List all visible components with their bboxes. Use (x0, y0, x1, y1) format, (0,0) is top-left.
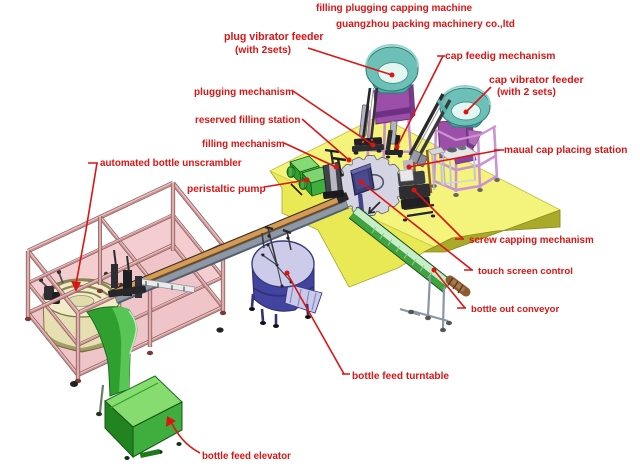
svg-text:touch screen control: touch screen control (478, 266, 573, 277)
svg-text:(with 2 sets): (with 2 sets) (497, 87, 556, 98)
svg-text:reserved filling station: reserved filling station (195, 115, 300, 126)
svg-text:cap feedig mechanism: cap feedig mechanism (445, 51, 555, 62)
svg-text:screw capping mechanism: screw capping mechanism (469, 235, 594, 246)
svg-text:plugging mechanism: plugging mechanism (194, 87, 294, 98)
svg-text:peristaltic pump: peristaltic pump (187, 184, 266, 195)
svg-text:(with 2sets): (with 2sets) (235, 45, 291, 56)
svg-text:filling plugging capping machi: filling plugging capping machine (316, 3, 473, 14)
svg-text:automated bottle unscrambler: automated bottle unscrambler (100, 158, 242, 169)
svg-text:cap vibrator feeder: cap vibrator feeder (489, 74, 584, 86)
svg-text:guangzhou packing machinery co: guangzhou packing machinery co.,ltd (336, 19, 515, 30)
svg-text:maual cap placing station: maual cap placing station (504, 145, 627, 156)
svg-text:plug vibrator feeder: plug vibrator feeder (224, 31, 323, 43)
svg-text:bottle feed elevator: bottle feed elevator (202, 451, 291, 462)
svg-text:bottle feed turntable: bottle feed turntable (352, 371, 449, 382)
svg-text:bottle out conveyor: bottle out conveyor (471, 304, 559, 315)
svg-text:filling mechanism: filling mechanism (202, 139, 285, 150)
